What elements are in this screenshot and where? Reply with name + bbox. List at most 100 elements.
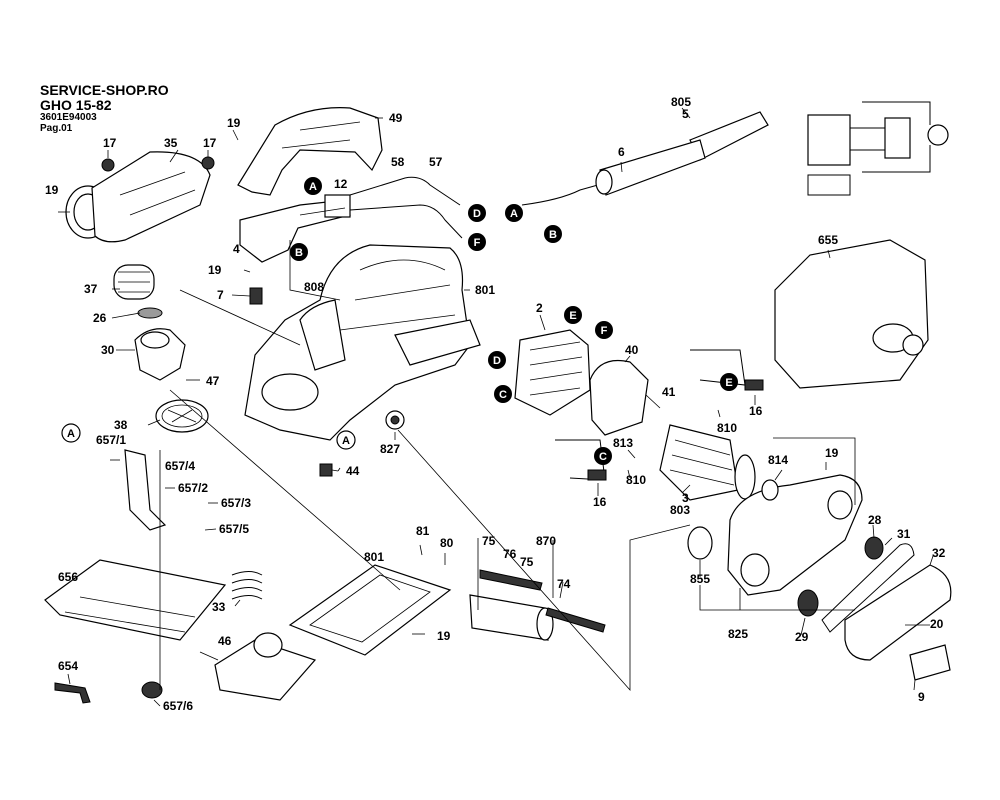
callout-33: 33: [212, 600, 226, 614]
power-cord-part: [521, 111, 769, 206]
callout-47: 47: [206, 374, 220, 388]
callout-801a: 801: [475, 283, 495, 297]
brush-16a: [744, 379, 764, 391]
callout-870: 870: [536, 534, 556, 548]
wire-58: [349, 176, 461, 206]
callout-810a: 810: [717, 421, 737, 435]
connector-label-E2: E: [725, 377, 732, 389]
connector-F1: [468, 233, 486, 251]
connector-A2: [505, 204, 523, 222]
callout-38: 38: [114, 418, 128, 432]
callout-46: 46: [218, 634, 232, 648]
spring-33: [231, 571, 263, 600]
part-7: [249, 287, 263, 305]
brush-16b: [587, 469, 607, 481]
callout-657-1: 657/1: [96, 433, 126, 447]
connector-B2: [544, 225, 562, 243]
clip-44: [319, 463, 333, 477]
callout-44: 44: [346, 464, 360, 478]
connector-D1: [468, 204, 486, 222]
callout-17a: 17: [103, 136, 117, 150]
connector-label-B2: B: [549, 229, 557, 241]
callout-814: 814: [768, 453, 788, 467]
callout-657-4: 657/4: [165, 459, 195, 473]
sole-plate-801: [288, 564, 452, 656]
connector-label-A4: A: [342, 435, 350, 447]
connector-label-E1: E: [569, 310, 576, 322]
callout-numbers: 17 35 17 19 49 19 58 57 12 4 37 19 7 808…: [45, 95, 946, 713]
parking-shoe-46: [214, 639, 317, 701]
connector-E1: [564, 306, 582, 324]
connector-A1: [304, 177, 322, 195]
callout-19b: 19: [45, 183, 59, 197]
page-number: Pag.01: [40, 123, 73, 134]
callout-32: 32: [932, 546, 946, 560]
connector-A3: [61, 423, 81, 443]
callout-3: 3: [682, 491, 689, 505]
stator-part: [514, 329, 591, 416]
connector-A4: [336, 430, 356, 450]
connector-label-F2: F: [601, 325, 608, 337]
connector-bubbles: A B D F A B E F D C E C A A: [61, 177, 738, 465]
connector-label-D2: D: [493, 355, 501, 367]
handle-cover-part: [237, 107, 383, 196]
callout-49: 49: [389, 111, 403, 125]
callout-825: 825: [728, 627, 748, 641]
callout-40: 40: [625, 343, 639, 357]
housing-part: [244, 244, 481, 441]
callout-17b: 17: [203, 136, 217, 150]
knob-657-6: [141, 681, 163, 699]
wire-57: [349, 204, 463, 239]
callout-654: 654: [58, 659, 78, 673]
callout-855: 855: [690, 572, 710, 586]
callout-6: 6: [618, 145, 625, 159]
callout-12: 12: [334, 177, 348, 191]
callout-803: 803: [670, 503, 690, 517]
blade-drum-part: [469, 569, 606, 641]
callout-805: 805: [671, 95, 691, 109]
model-name: GHO 15-82: [40, 97, 112, 113]
callout-813: 813: [613, 436, 633, 450]
label-9: [909, 644, 951, 681]
callout-655: 655: [818, 233, 838, 247]
callout-5: 5: [682, 107, 689, 121]
callout-76: 76: [503, 547, 517, 561]
callout-657-5: 657/5: [219, 522, 249, 536]
shop-title: SERVICE-SHOP.RO: [40, 82, 169, 98]
callout-35: 35: [164, 136, 178, 150]
callout-16b: 16: [593, 495, 607, 509]
wiring-schematic: [807, 101, 949, 196]
washer-26: [137, 307, 163, 319]
knob-holder-part: [134, 328, 186, 381]
connector-C2: [594, 447, 612, 465]
connector-label-B1: B: [295, 247, 303, 259]
callout-30: 30: [101, 343, 115, 357]
callout-81: 81: [416, 524, 430, 538]
callout-827: 827: [380, 442, 400, 456]
callout-657-3: 657/3: [221, 496, 251, 510]
callout-19a: 19: [227, 116, 241, 130]
callout-657-2: 657/2: [178, 481, 208, 495]
pulley-28: [864, 536, 884, 560]
connector-F2: [595, 321, 613, 339]
callout-41: 41: [662, 385, 676, 399]
callout-16a: 16: [749, 404, 763, 418]
callout-20: 20: [930, 617, 944, 631]
callout-29: 29: [795, 630, 809, 644]
switch-part: [239, 194, 351, 263]
bearing-855: [687, 526, 713, 560]
dust-chute-part: [65, 151, 215, 243]
callout-19e: 19: [437, 629, 451, 643]
connector-label-A1: A: [309, 181, 317, 193]
armature-part: [659, 424, 756, 501]
belt-housing-part: [727, 474, 863, 596]
callout-801b: 801: [364, 550, 384, 564]
callout-57: 57: [429, 155, 443, 169]
part-code: 3601E94003: [40, 112, 97, 123]
depth-knob-part: [113, 264, 155, 300]
callout-31: 31: [897, 527, 911, 541]
connector-E2: [720, 373, 738, 391]
callout-28: 28: [868, 513, 882, 527]
connector-label-C2: C: [599, 451, 607, 463]
